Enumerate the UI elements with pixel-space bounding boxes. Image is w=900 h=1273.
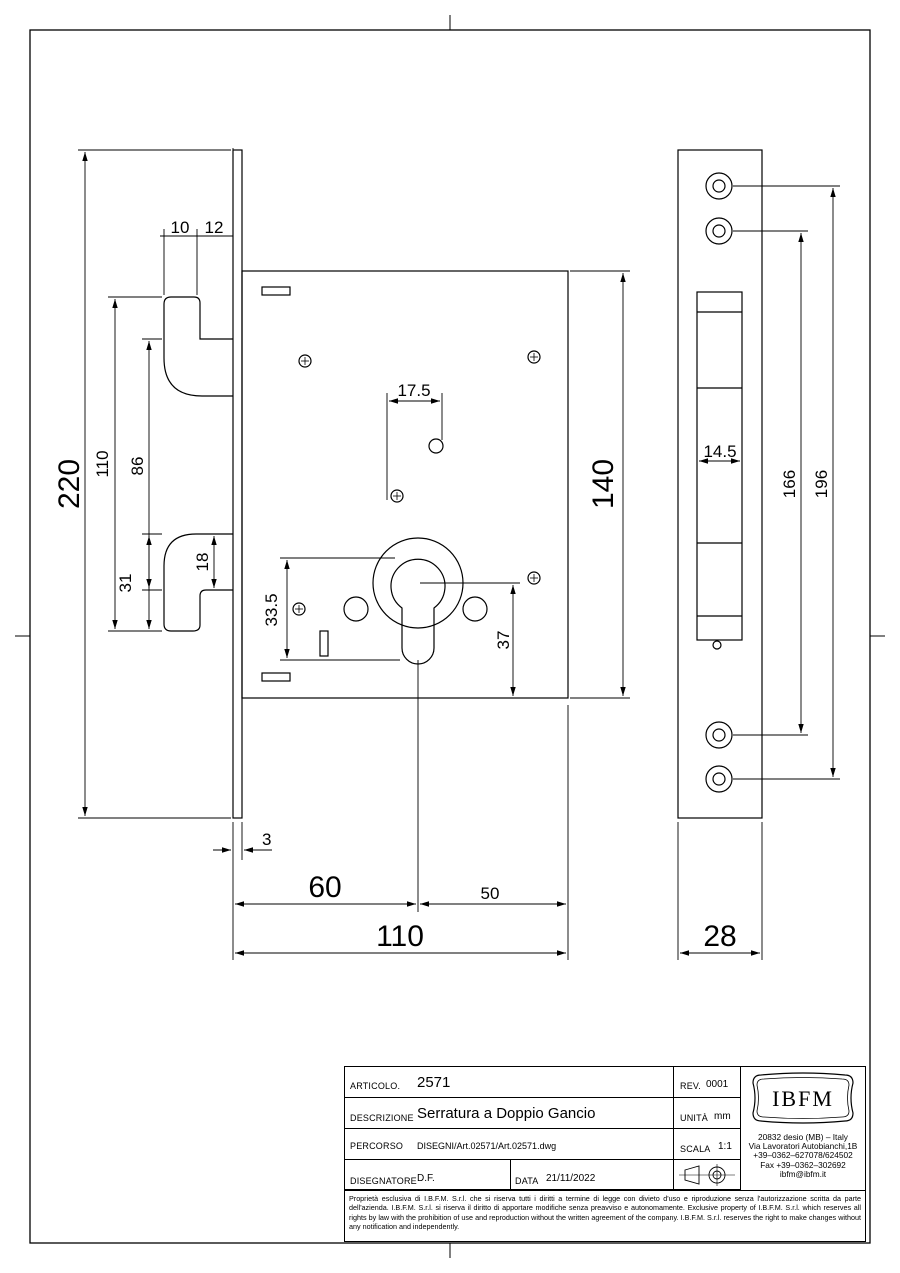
logo-text: IBFM xyxy=(772,1086,834,1111)
hole-right xyxy=(462,596,488,622)
case-slot-bottom xyxy=(261,672,291,682)
data-label: DATA xyxy=(515,1176,539,1186)
screw-3 xyxy=(390,489,404,503)
case-slot-vertical xyxy=(319,630,329,657)
rev-value: 0001 xyxy=(706,1079,729,1090)
dim-17-5: 17.5 xyxy=(397,381,430,400)
projection-symbol-icon xyxy=(679,1164,735,1186)
dim-18: 18 xyxy=(193,553,212,572)
dim-28: 28 xyxy=(703,920,736,953)
lock-case xyxy=(241,270,569,699)
tb-bottom-line xyxy=(345,1190,865,1191)
lock-side-view xyxy=(163,149,569,819)
unita-label: UNITÀ xyxy=(680,1113,708,1123)
screw-4 xyxy=(527,571,541,585)
hole-left xyxy=(343,596,369,622)
dim-3: 3 xyxy=(262,830,271,849)
latch-pin xyxy=(712,640,722,650)
title-block: ARTICOLO. 2571 REV. 0001 DESCRIZIONE Ser… xyxy=(344,1066,866,1242)
scala-value: 1:1 xyxy=(718,1141,732,1152)
side-view-dimension-lines xyxy=(78,148,630,960)
company-line-3: +39–0362–627078/624502 xyxy=(753,1150,853,1161)
screw-hole-3 xyxy=(705,721,733,749)
company-line-1: 20832 desio (MB) – Italy xyxy=(758,1132,848,1142)
cylinder-profile xyxy=(390,558,446,665)
small-hole xyxy=(428,438,444,454)
dim-166: 166 xyxy=(780,470,799,498)
rev-label: REV. xyxy=(680,1081,701,1091)
unita-value: mm xyxy=(714,1111,731,1122)
dim-33-5: 33.5 xyxy=(262,593,281,626)
front-view-dimension-lines xyxy=(677,185,840,960)
descrizione-label: DESCRIZIONE xyxy=(350,1113,414,1123)
dim-140: 140 xyxy=(587,459,620,509)
sheet-frame xyxy=(29,29,871,1244)
tb-row-disegnatore: DISEGNATORE D.F. DATA 21/11/2022 xyxy=(345,1160,740,1190)
faceplate-front-view xyxy=(677,149,763,819)
disegnatore-value: D.F. xyxy=(417,1173,435,1184)
tb-row-articolo: ARTICOLO. 2571 REV. 0001 xyxy=(345,1067,740,1098)
upper-hook xyxy=(163,296,233,397)
dim-220: 220 xyxy=(53,459,86,509)
case-slot-top xyxy=(261,286,291,296)
bolt-opening xyxy=(696,291,743,641)
disegnatore-label: DISEGNATORE xyxy=(350,1176,417,1186)
articolo-label: ARTICOLO. xyxy=(350,1081,401,1091)
ibfm-logo: IBFM xyxy=(752,1072,854,1124)
dim-196: 196 xyxy=(812,470,831,498)
screw-hole-1 xyxy=(705,172,733,200)
company-line-5: ibfm@ibfm.it xyxy=(779,1168,827,1179)
data-value: 21/11/2022 xyxy=(546,1173,596,1184)
tb-row-descrizione: DESCRIZIONE Serratura a Doppio Gancio UN… xyxy=(345,1098,740,1129)
company-line-4: Fax +39–0362–302692 xyxy=(760,1159,846,1170)
dim-10: 10 xyxy=(171,218,190,237)
screw-hole-4 xyxy=(705,765,733,793)
screw-5 xyxy=(292,602,306,616)
property-notice: Proprietà esclusiva di I.B.F.M. S.r.l. c… xyxy=(349,1194,861,1231)
dim-12: 12 xyxy=(205,218,224,237)
dim-37: 37 xyxy=(494,631,513,650)
descrizione-value: Serratura a Doppio Gancio xyxy=(417,1105,596,1122)
screw-2 xyxy=(527,350,541,364)
dim-110-horizontal: 110 xyxy=(376,920,424,953)
company-info: 20832 desio (MB) – Italy Via Lavoratori … xyxy=(740,1132,866,1179)
dim-31: 31 xyxy=(116,574,135,593)
faceplate xyxy=(232,149,243,819)
percorso-label: PERCORSO xyxy=(350,1141,404,1151)
percorso-value: DISEGNI/Art.02571/Art.02571.dwg xyxy=(417,1141,557,1151)
scala-label: SCALA xyxy=(680,1144,711,1154)
screw-1 xyxy=(298,354,312,368)
faceplate-front xyxy=(677,149,763,819)
company-line-2: Via Lavoratori Autobianchi,1B xyxy=(748,1141,858,1152)
tb-logo-column xyxy=(740,1067,741,1190)
lower-hook xyxy=(163,533,233,632)
dim-14-5: 14.5 xyxy=(703,442,736,461)
articolo-value: 2571 xyxy=(417,1074,451,1091)
dim-86: 86 xyxy=(128,457,147,476)
screw-hole-2 xyxy=(705,217,733,245)
dim-50: 50 xyxy=(481,884,500,903)
tb-row-percorso: PERCORSO DISEGNI/Art.02571/Art.02571.dwg… xyxy=(345,1129,740,1160)
dim-60: 60 xyxy=(308,871,341,904)
dimension-labels: 220 10 12 110 86 31 18 140 17.5 33.5 37 … xyxy=(53,218,831,953)
dim-110-vertical: 110 xyxy=(93,450,112,477)
